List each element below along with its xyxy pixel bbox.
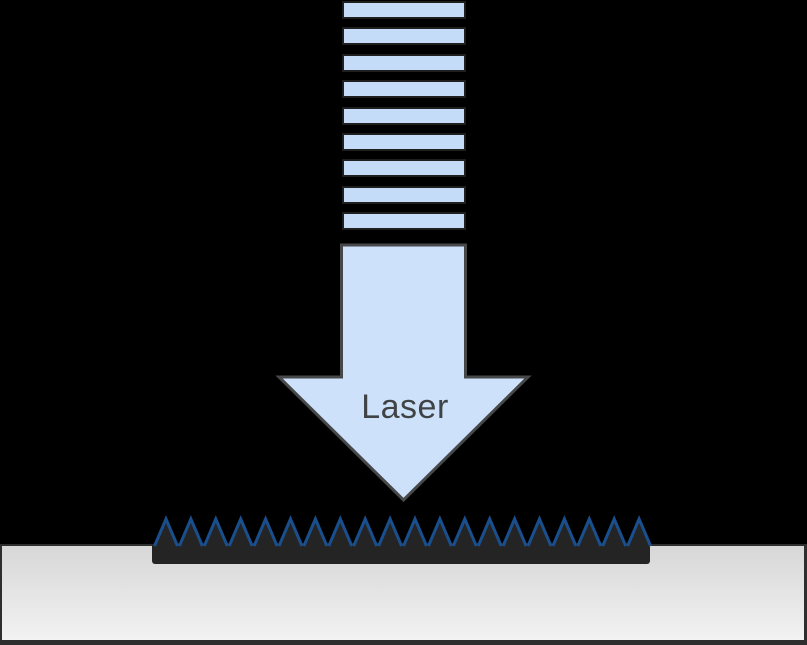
spike-icon bbox=[178, 515, 204, 547]
spike-icon bbox=[626, 515, 652, 547]
laser-beam bbox=[342, 1, 466, 233]
laser-beam-segment bbox=[342, 133, 466, 151]
substrate bbox=[0, 544, 807, 645]
laser-beam-segment bbox=[342, 185, 466, 204]
laser-beam-segment bbox=[342, 80, 466, 99]
spike-icon bbox=[601, 515, 628, 547]
spike-icon bbox=[551, 515, 578, 547]
laser-beam-segment bbox=[342, 27, 466, 46]
spike-icon bbox=[526, 515, 553, 547]
laser-beam-segment bbox=[342, 212, 466, 231]
spike-icon bbox=[252, 515, 279, 547]
spike-icon bbox=[377, 515, 403, 547]
laser-beam-segment bbox=[342, 1, 466, 19]
spike-icon bbox=[202, 515, 229, 547]
laser-arrow bbox=[275, 243, 532, 503]
spike-icon bbox=[227, 515, 254, 547]
laser-beam-segment bbox=[342, 106, 466, 125]
laser-label: Laser bbox=[361, 388, 449, 426]
spike-icon bbox=[501, 515, 528, 547]
laser-beam-segment bbox=[342, 53, 466, 72]
spike-icon bbox=[153, 515, 179, 547]
spike-icon bbox=[402, 515, 428, 547]
spike-icon bbox=[427, 515, 453, 547]
spike-icon bbox=[277, 515, 304, 547]
spike-icon bbox=[302, 515, 329, 547]
spike-icon bbox=[327, 515, 354, 547]
spike-icon bbox=[451, 515, 478, 547]
down-arrow-icon bbox=[275, 243, 532, 503]
spike-icon bbox=[352, 515, 379, 547]
spike-icon bbox=[476, 515, 503, 547]
nanostructure-spikes bbox=[153, 515, 652, 547]
nanostructure-base bbox=[152, 543, 650, 564]
laser-beam-segment bbox=[342, 159, 466, 178]
spike-icon bbox=[576, 515, 603, 547]
